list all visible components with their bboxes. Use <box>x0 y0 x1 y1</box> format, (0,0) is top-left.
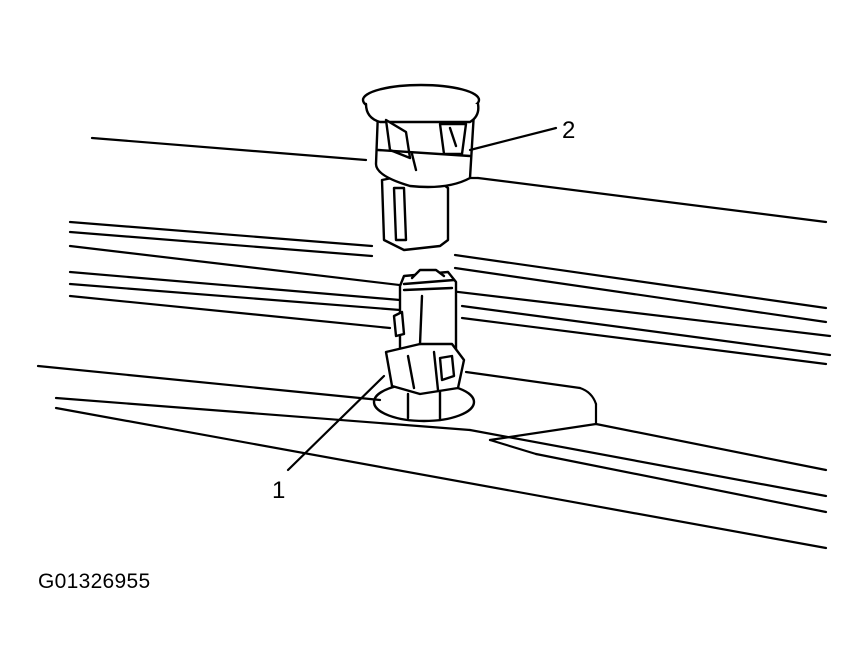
figure-id-label: G01326955 <box>38 570 151 593</box>
leader-line-1 <box>286 374 386 472</box>
connector-cap-part <box>361 83 481 252</box>
callout-number-1: 1 <box>272 477 285 504</box>
connector-base-part <box>384 268 466 396</box>
leader-lines <box>286 126 558 472</box>
leader-line-2 <box>468 126 558 152</box>
callout-number-2: 2 <box>562 117 575 144</box>
rail-strips <box>68 220 832 366</box>
sill-panel <box>36 364 828 550</box>
